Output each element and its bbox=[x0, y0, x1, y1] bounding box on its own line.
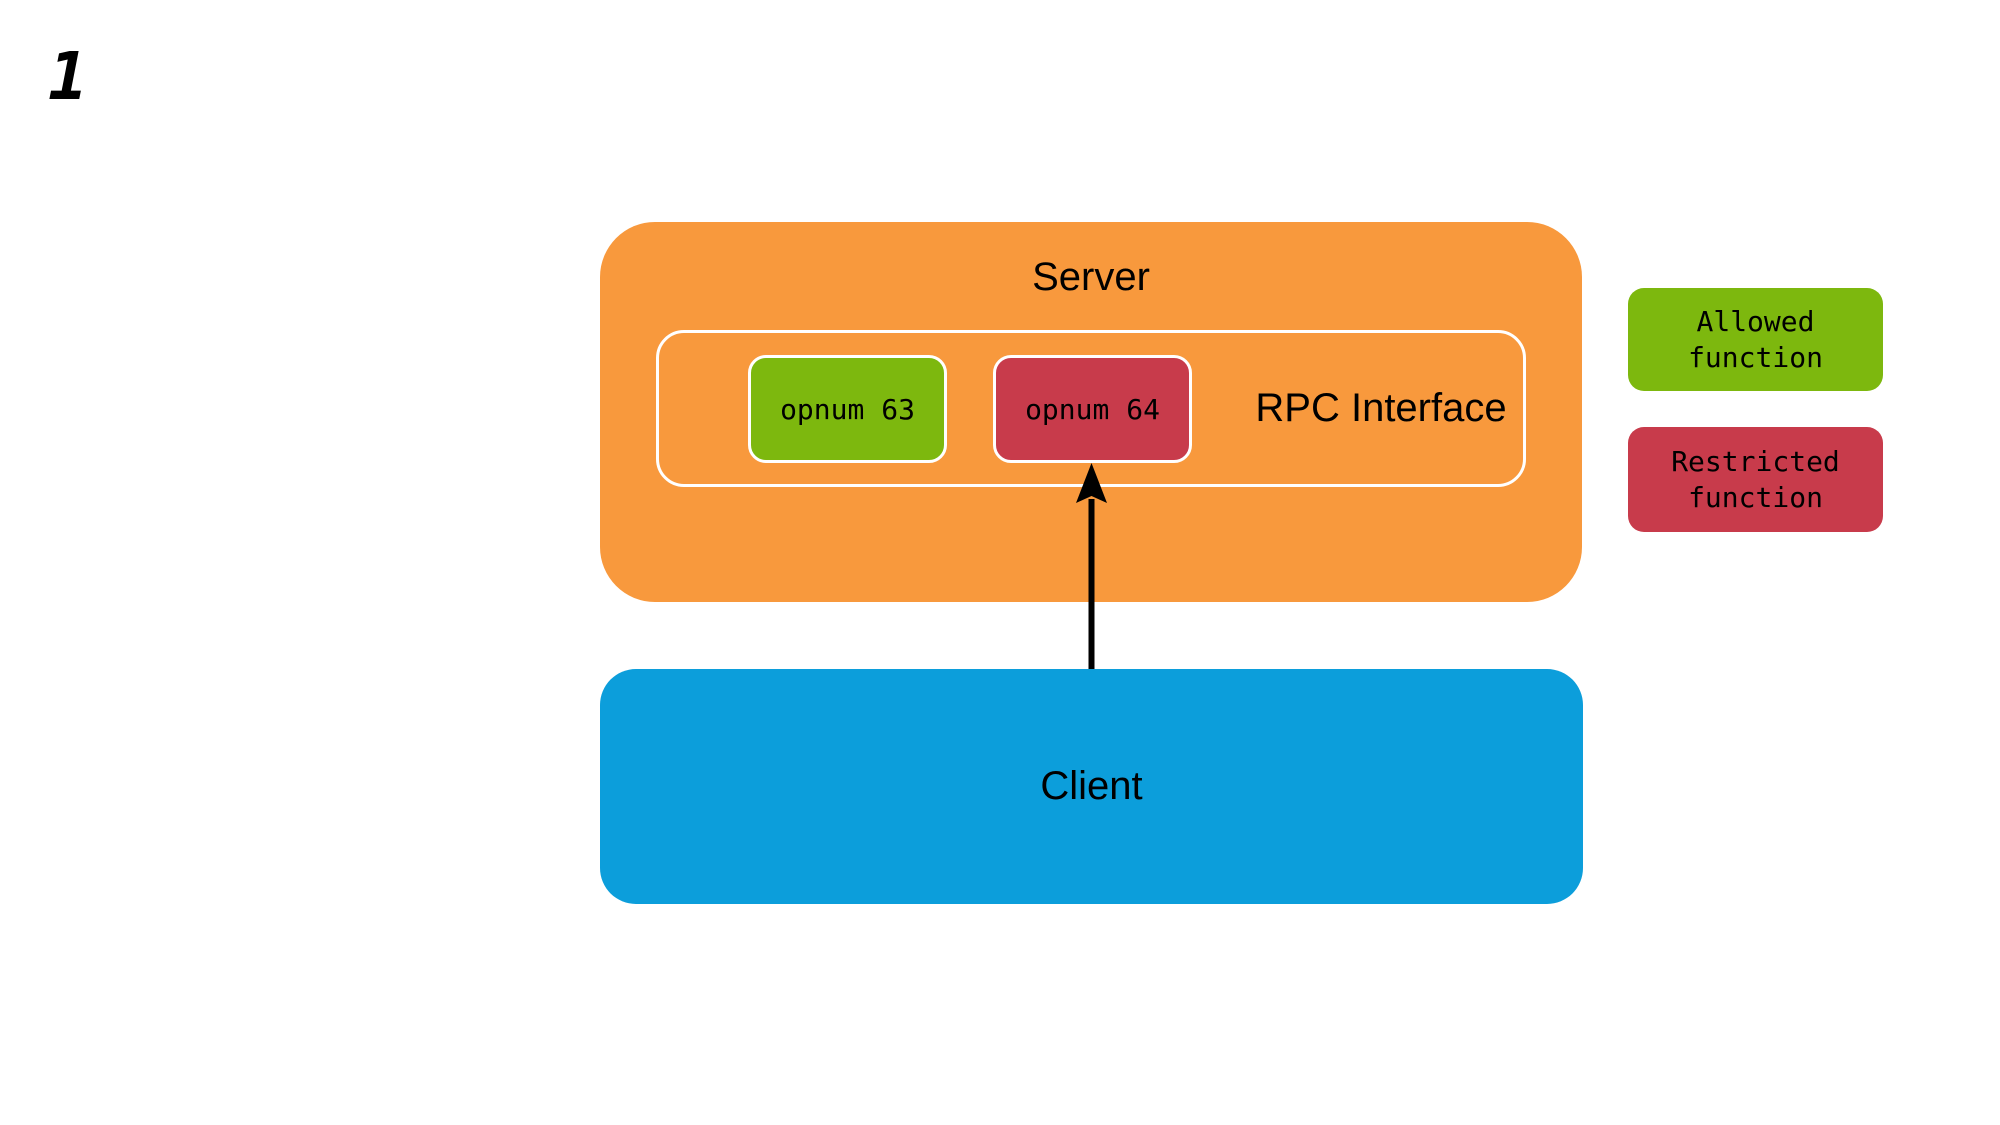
client-box: Client bbox=[600, 669, 1583, 904]
opnum-64-box: opnum 64 bbox=[993, 355, 1192, 463]
client-to-opnum64-arrow bbox=[1076, 463, 1107, 670]
server-label: Server bbox=[1032, 255, 1150, 299]
client-label: Client bbox=[1040, 764, 1143, 808]
legend-allowed-label: Allowed function bbox=[1688, 304, 1823, 374]
legend-restricted-label: Restricted function bbox=[1671, 444, 1840, 514]
opnum-63-label: opnum 63 bbox=[780, 392, 915, 426]
rpc-interface-label: RPC Interface bbox=[1255, 386, 1507, 430]
legend-restricted-function: Restricted function bbox=[1628, 427, 1883, 532]
opnum-64-label: opnum 64 bbox=[1025, 392, 1160, 426]
legend-allowed-function: Allowed function bbox=[1628, 288, 1883, 391]
opnum-63-box: opnum 63 bbox=[748, 355, 947, 463]
slide-number: 1 bbox=[48, 38, 88, 115]
